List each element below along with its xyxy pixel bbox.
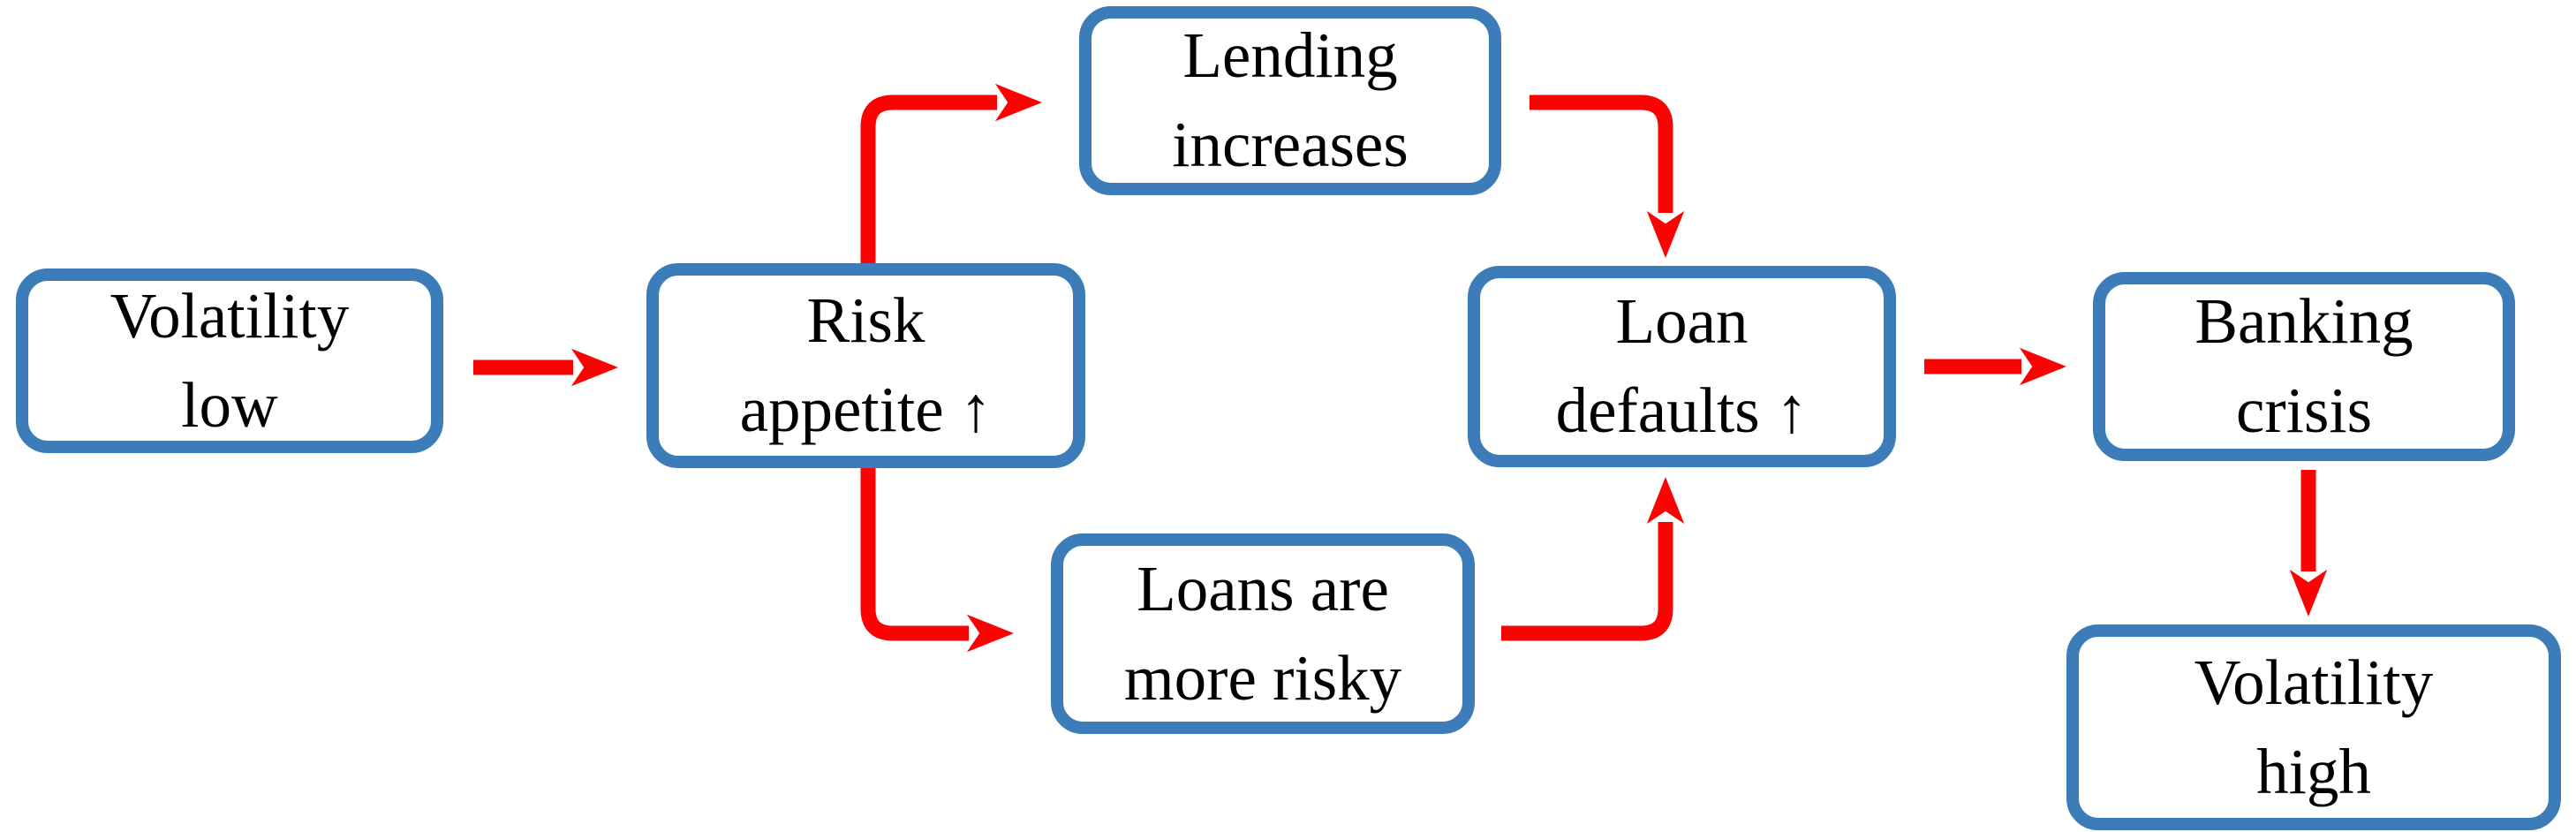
edge-lending-increases-to-loan-defaults — [1530, 95, 1685, 258]
node-volatility-high: Volatility high — [2066, 624, 2561, 830]
node-loans-more-risky: Loans are more risky — [1051, 533, 1475, 734]
node-lending-increases: Lending increases — [1079, 6, 1501, 195]
edge-risk-appetite-to-loans-more-risky — [860, 468, 1014, 653]
node-risk-appetite: Risk appetite ↑ — [646, 263, 1085, 468]
node-banking-crisis: Banking crisis — [2093, 272, 2515, 461]
node-volatility-low: Volatility low — [16, 269, 443, 453]
node-loan-defaults: Loan defaults ↑ — [1468, 266, 1896, 467]
edge-risk-appetite-to-lending-increases — [860, 83, 1042, 263]
edge-loans-more-risky-to-loan-defaults — [1501, 477, 1685, 641]
